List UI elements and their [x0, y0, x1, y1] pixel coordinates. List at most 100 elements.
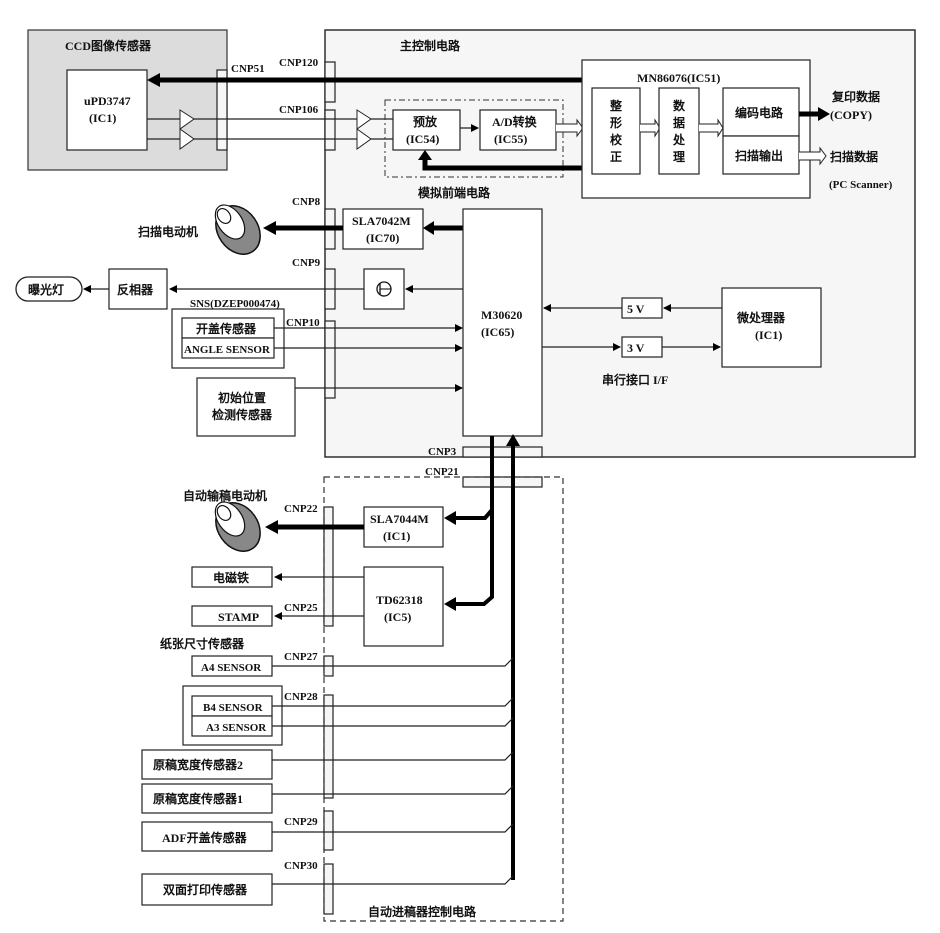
- inverter-block: [108, 268, 168, 310]
- adf-cover-sensor-label: ADF开盖传感器: [162, 830, 248, 845]
- scan-output-arrow: [799, 146, 827, 166]
- td62318-block: [363, 566, 444, 647]
- mcu-name: M30620: [481, 308, 522, 322]
- adc-block: [479, 109, 557, 151]
- scan-data-label: 扫描数据: [830, 149, 878, 164]
- preamp-ic: (IC54): [406, 132, 439, 146]
- feedback-arrowhead: [418, 150, 432, 160]
- feed-driver-name: SLA7044M: [370, 512, 429, 526]
- connector-cnp10: [324, 320, 336, 399]
- micro-ic: (IC1): [755, 328, 782, 342]
- scan-motor-driver-ic: (IC70): [366, 231, 399, 245]
- ccd-title: CCD图像传感器: [65, 38, 152, 53]
- connector-cnp30-label: CNP30: [284, 860, 318, 872]
- connector-cnp30: [323, 863, 334, 915]
- preamp-name: 预放: [413, 114, 438, 129]
- mcu-to-td62318-bus: [452, 436, 494, 606]
- connector-cnp120-label: CNP120: [279, 57, 319, 69]
- main-board-title: 主控制电路: [400, 38, 461, 53]
- copy-data-label: 复印数据: [831, 89, 880, 104]
- width-sensor-2: [141, 749, 273, 780]
- width-sensor-2-label: 原稿宽度传感器2: [153, 757, 243, 772]
- arrowhead: [444, 597, 456, 611]
- solenoid-label: 电磁铁: [213, 570, 249, 585]
- processing-block: [658, 87, 700, 175]
- connector-cnp21-label: CNP21: [425, 466, 459, 478]
- connector-cnp3-label: CNP3: [428, 446, 457, 458]
- stamp-label: STAMP: [218, 610, 259, 624]
- a3-sensor-label: A3 SENSOR: [206, 722, 267, 734]
- connector-cnp51: [216, 69, 228, 151]
- connector-cnp22: [323, 506, 334, 627]
- a4-sensor-label: A4 SENSOR: [201, 662, 262, 674]
- connector-cnp10-label: CNP10: [286, 317, 320, 329]
- width-sensor-1-label: 原稿宽度传感器1: [153, 791, 243, 806]
- copy-data-sub: (COPY): [830, 108, 872, 122]
- scan-motor-driver: [342, 208, 424, 250]
- angle-sensor-label: ANGLE SENSOR: [184, 344, 271, 356]
- connector-cnp25-label: CNP25: [284, 602, 318, 614]
- microprocessor-block: [721, 287, 822, 368]
- duplex-sensor: [141, 873, 273, 906]
- a3-sensor-line: [272, 717, 514, 727]
- afe-title: 模拟前端电路: [418, 185, 491, 200]
- td62318-ic: (IC5): [384, 610, 411, 624]
- adf-title: 自动进稿器控制电路: [368, 904, 477, 919]
- encoder-label: 编码电路: [734, 105, 784, 120]
- arrowhead: [444, 511, 456, 525]
- ccd-chip-ic: (IC1): [89, 111, 116, 125]
- connector-cnp29-label: CNP29: [284, 816, 318, 828]
- asic-title: MN86076(IC51): [637, 71, 720, 85]
- processing-char: 据: [673, 115, 685, 130]
- width2-sensor-line: [272, 751, 514, 761]
- a4-sensor-line: [272, 657, 514, 667]
- analog-front-end: 模拟前端电路 预放 (IC54) A/D转换 (IC55): [384, 99, 564, 200]
- connector-cnp51-label: CNP51: [231, 63, 265, 75]
- arrowhead: [423, 221, 434, 235]
- b4-sensor-line: [272, 697, 514, 707]
- micro-name: 微处理器: [736, 310, 786, 325]
- adf-cover-sensor: [141, 821, 273, 852]
- shaping-char: 校: [610, 132, 623, 147]
- mcu-m30620: [462, 208, 543, 437]
- scan-motor-label: 扫描电动机: [138, 224, 198, 239]
- feed-motor-label: 自动输稿电动机: [183, 488, 267, 503]
- copy-arrowhead: [818, 107, 830, 121]
- ccd-chip-name: uPD3747: [84, 94, 131, 108]
- processing-char: 理: [673, 150, 685, 164]
- mcu-ic: (IC65): [481, 325, 514, 339]
- connector-cnp106: [324, 109, 336, 151]
- shaping-char: 形: [610, 116, 622, 130]
- buffer-icon: [179, 128, 195, 150]
- ccd-chip: [66, 69, 148, 151]
- arrowhead: [506, 434, 520, 446]
- adf-cover-sensor-line: [272, 823, 514, 833]
- preamp-block: [392, 109, 461, 151]
- transistor-icon: [376, 281, 392, 297]
- td62318-name: TD62318: [376, 593, 423, 607]
- processing-char: 处: [672, 132, 686, 147]
- inverter-label: 反相器: [117, 282, 154, 297]
- home-sensor-line2: 检测传感器: [212, 407, 273, 422]
- adc-name: A/D转换: [492, 114, 538, 129]
- connector-cnp29: [323, 810, 334, 851]
- 3v-label: 3 V: [627, 341, 645, 355]
- shaping-block: [591, 87, 641, 175]
- scan-output-block: [722, 135, 800, 175]
- connector-cnp8-label: CNP8: [292, 196, 321, 208]
- adc-ic: (IC55): [494, 132, 527, 146]
- processing-char: 数: [673, 98, 686, 113]
- connector-cnp21: [462, 476, 543, 488]
- connector-cnp3: [462, 446, 543, 458]
- width1-sensor-line: [272, 785, 514, 795]
- scan-motor-driver-name: SLA7042M: [352, 214, 411, 228]
- exposure-lamp-label: 曝光灯: [28, 282, 64, 297]
- b4-sensor-label: B4 SENSOR: [203, 702, 264, 714]
- feed-motor-icon: [214, 501, 261, 552]
- arrowhead: [263, 221, 276, 235]
- buffer-icon: [179, 109, 195, 130]
- buffer-icon: [356, 109, 372, 130]
- duplex-sensor-label: 双面打印传感器: [163, 882, 248, 897]
- duplex-sensor-line: [272, 875, 514, 885]
